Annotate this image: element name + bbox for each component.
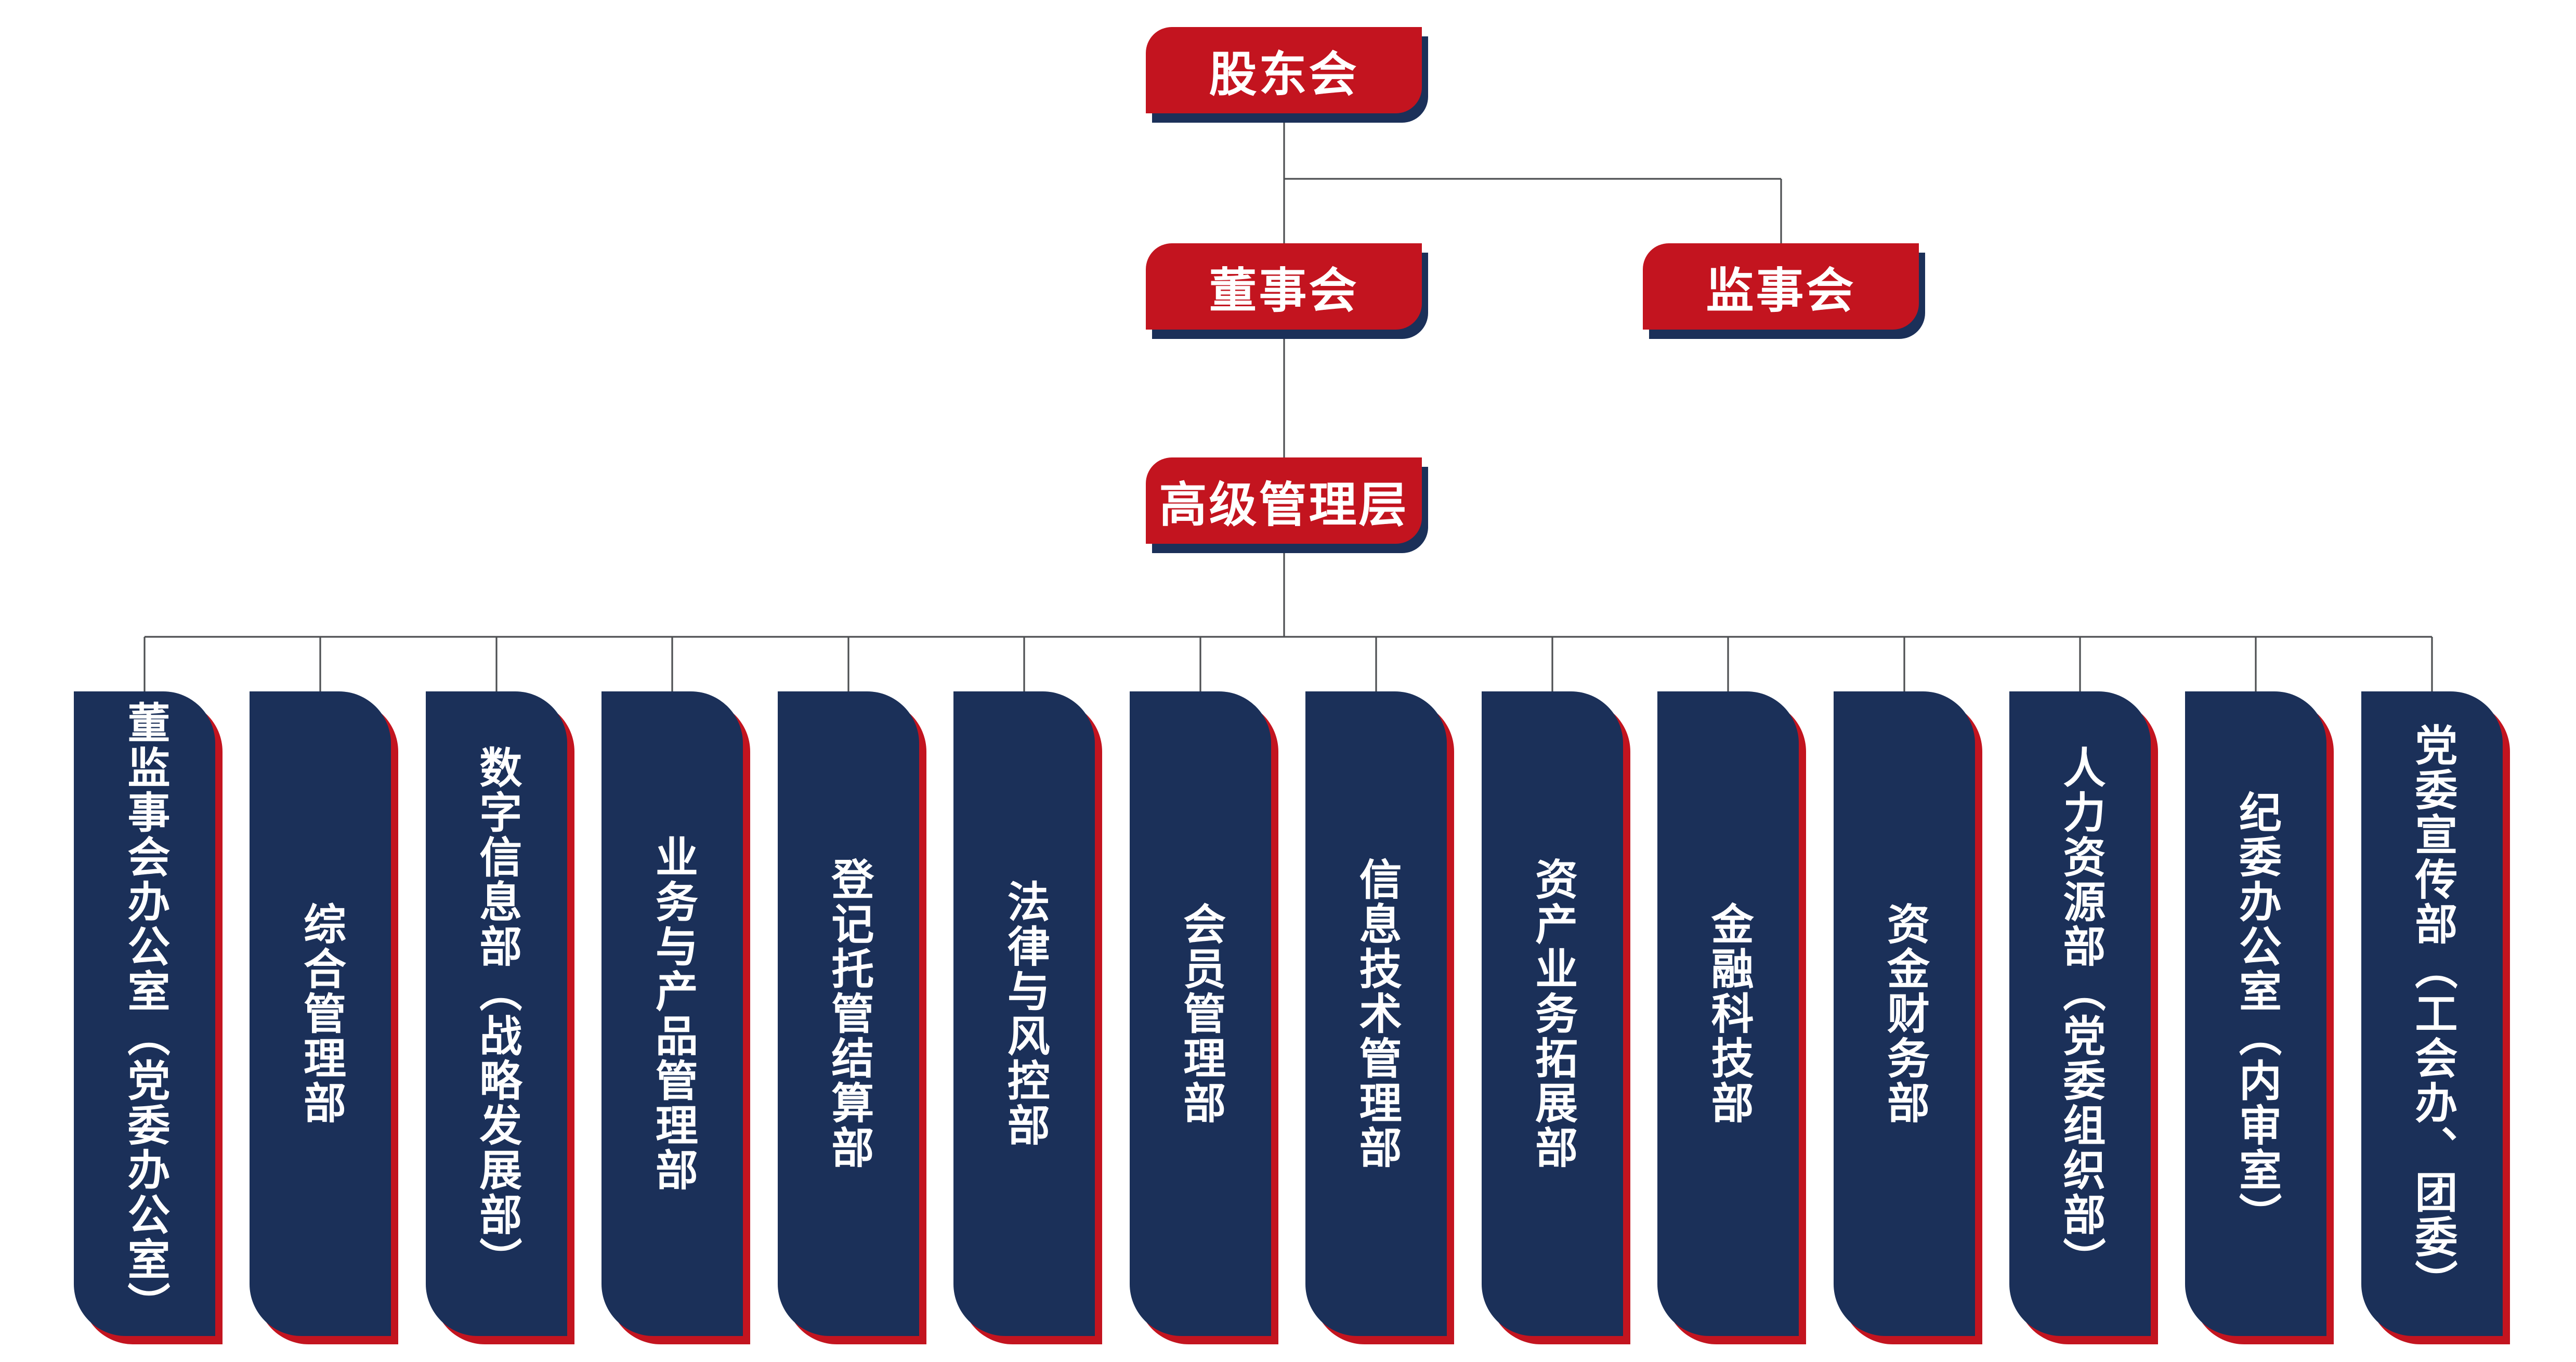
dept-label: 资产业务拓展部	[1528, 857, 1576, 1170]
node-label: 股东会	[1209, 48, 1359, 101]
node-label: 高级管理层	[1159, 478, 1409, 532]
dept-column: 法律与风控部	[953, 691, 1095, 1336]
dept-column: 登记托管结算部	[777, 691, 919, 1336]
dept-label: 数字信息部（战略发展部）	[473, 745, 520, 1282]
dept-column: 综合管理部	[250, 691, 391, 1336]
dept-label: 董监事会办公室（党委办公室）	[121, 701, 168, 1327]
dept-column: 党委宣传部（工会办、团委）	[2361, 691, 2503, 1336]
node-senior-management: 高级管理层	[1146, 457, 1422, 544]
dept-label: 信息技术管理部	[1353, 857, 1401, 1170]
dept-label: 综合管理部	[297, 902, 345, 1125]
dept-label: 党委宣传部（工会办、团委）	[2408, 723, 2456, 1304]
dept-column: 信息技术管理部	[1305, 691, 1447, 1336]
dept-column: 业务与产品管理部	[601, 691, 743, 1336]
dept-column: 纪委办公室（内审室）	[2185, 691, 2327, 1336]
dept-column: 资金财务部	[1833, 691, 1975, 1336]
department-row: 董监事会办公室（党委办公室） 综合管理部 数字信息部（战略发展部） 业务与产品管…	[74, 691, 2503, 1336]
dept-label: 资金财务部	[1880, 902, 1928, 1125]
dept-label: 金融科技部	[1705, 902, 1753, 1125]
node-board-of-supervisors: 监事会	[1643, 243, 1919, 330]
dept-label: 登记托管结算部	[825, 857, 872, 1170]
dept-label: 纪委办公室（内审室）	[2232, 790, 2280, 1237]
dept-label: 会员管理部	[1176, 902, 1224, 1125]
dept-column: 人力资源部（党委组织部）	[2009, 691, 2151, 1336]
node-board-of-directors: 董事会	[1146, 243, 1422, 330]
dept-label: 业务与产品管理部	[649, 835, 697, 1193]
dept-column: 金融科技部	[1657, 691, 1799, 1336]
dept-column: 资产业务拓展部	[1481, 691, 1623, 1336]
node-shareholders-meeting: 股东会	[1146, 27, 1422, 113]
dept-column: 会员管理部	[1129, 691, 1271, 1336]
dept-label: 法律与风控部	[1001, 880, 1049, 1148]
dept-column: 数字信息部（战略发展部）	[425, 691, 567, 1336]
dept-label: 人力资源部（党委组织部）	[2056, 745, 2104, 1282]
node-label: 董事会	[1209, 264, 1359, 318]
node-label: 监事会	[1706, 264, 1856, 318]
dept-column: 董监事会办公室（党委办公室）	[74, 691, 215, 1336]
